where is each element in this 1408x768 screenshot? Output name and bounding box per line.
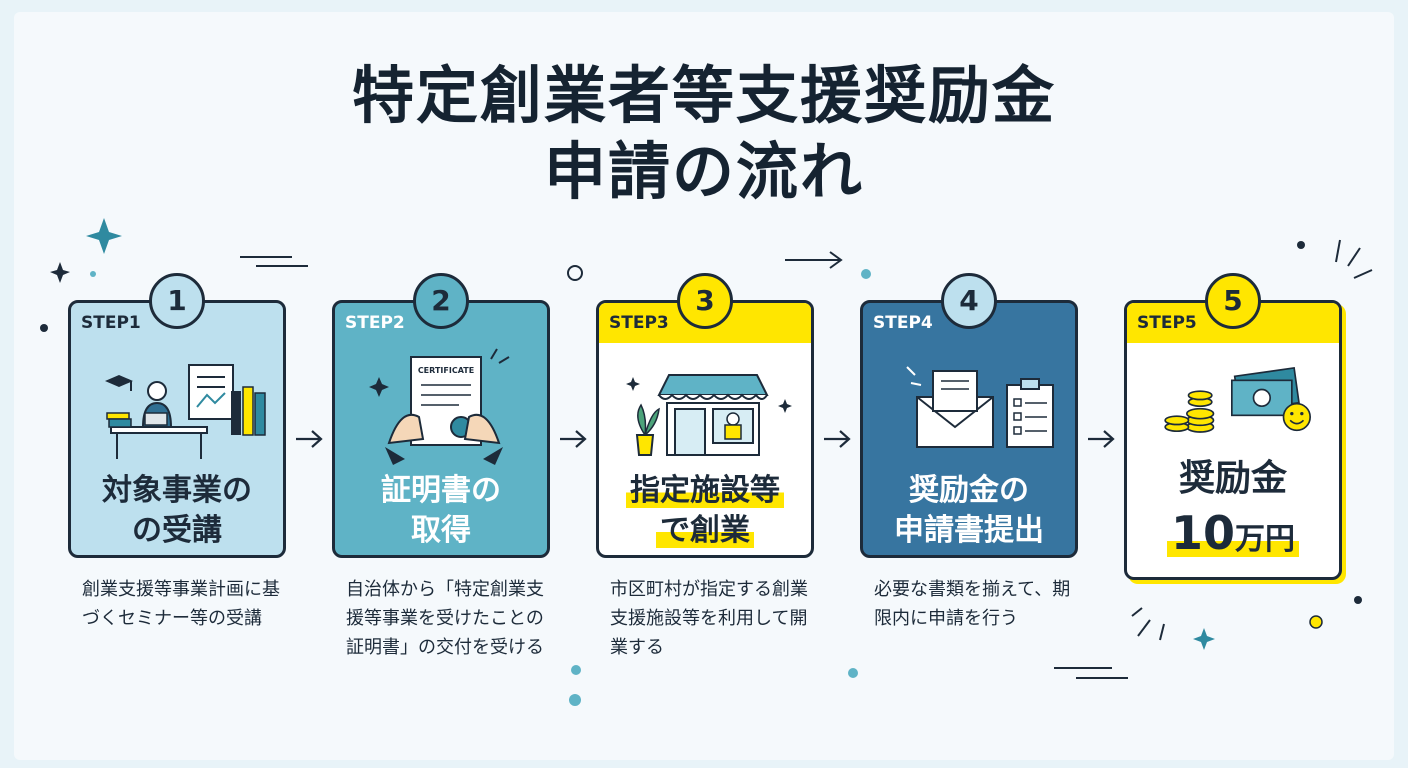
envelope-clipboard-icon: [906, 366, 1054, 448]
step-description: 自治体から「特定創業支援等事業を受けたことの証明書」の交付を受ける: [346, 579, 544, 658]
certificate-text: CERTIFICATE: [418, 366, 474, 375]
step-label: STEP5: [1137, 313, 1197, 333]
step-title-line-1: 対象事業の: [102, 473, 252, 508]
step-card-3: 3 STEP3 指定施設等 で創業: [596, 273, 814, 558]
step-number-badge: 3: [677, 273, 733, 329]
step-description: 市区町村が指定する創業支援施設等を利用して開業する: [610, 579, 808, 658]
step-card-2: 2 STEP2 CERTIFICATE 証明書の 取得: [332, 273, 550, 558]
step-title: 指定施設等 で創業: [599, 471, 811, 551]
step-description: 必要な書類を揃えて、期限内に申請を行う: [874, 579, 1071, 629]
arrow-right-icon: [824, 430, 851, 448]
step-title-line-2: 取得: [411, 513, 471, 548]
step-card-4: 4 STEP4 奨励金の 申請書提出: [860, 273, 1078, 558]
arrow-right-icon: [560, 430, 587, 448]
step-number-badge: 4: [941, 273, 997, 329]
step-card-1: 1 STEP1 対象事業の の受講: [68, 273, 286, 558]
step-title-line-1: 奨励金の: [909, 473, 1029, 508]
step-title-line-2: で創業: [599, 511, 811, 551]
reward-amount-value: 10: [1170, 506, 1235, 560]
step-label: STEP2: [345, 313, 405, 333]
step-title-line-2: の受講: [132, 513, 222, 548]
step-title: 奨励金の 申請書提出: [863, 471, 1075, 551]
step-label: STEP1: [81, 313, 141, 333]
step-card-5: 5 STEP5 奨励金 10万円: [1124, 273, 1342, 580]
step-number-badge: 2: [413, 273, 469, 329]
step-number-badge: 5: [1205, 273, 1261, 329]
page-title: 特定創業者等支援奨励金 申請の流れ: [0, 58, 1408, 210]
step-title: 証明書の 取得: [335, 471, 547, 551]
title-line-1: 特定創業者等支援奨励金: [351, 59, 1056, 132]
step-description: 創業支援等事業計画に基づくセミナー等の受講: [82, 579, 280, 629]
step-title: 奨励金 10万円: [1127, 453, 1339, 568]
step-title-line-2: 申請書提出: [894, 513, 1044, 548]
money-coins-icon: [1164, 367, 1311, 433]
step-title-line-1: 証明書の: [381, 473, 501, 508]
step-title: 対象事業の の受講: [71, 471, 283, 551]
shop-icon: [626, 374, 792, 456]
step-title-line-1: 奨励金: [1178, 458, 1287, 499]
step-number-badge: 1: [149, 273, 205, 329]
reward-amount: 10万円: [1127, 505, 1339, 568]
certificate-icon: CERTIFICATE: [369, 348, 510, 465]
reward-amount-unit: 万円: [1235, 522, 1295, 557]
step-label: STEP4: [873, 313, 933, 333]
step-title-line-1: 指定施設等: [599, 471, 811, 511]
step-label: STEP3: [609, 313, 669, 333]
title-line-2: 申請の流れ: [543, 135, 864, 208]
arrow-right-icon: [1088, 430, 1115, 448]
seminar-person-icon: [105, 364, 266, 459]
arrow-right-icon: [296, 430, 323, 448]
